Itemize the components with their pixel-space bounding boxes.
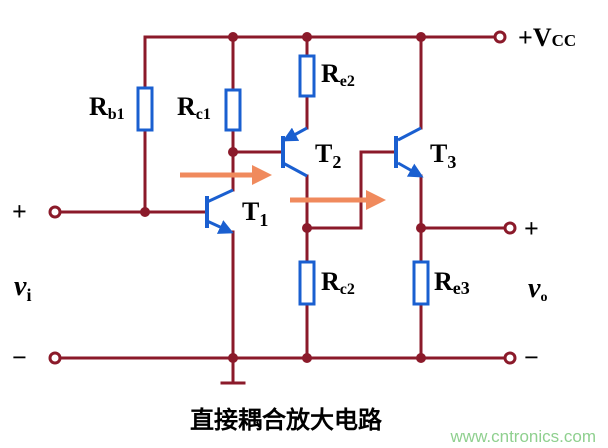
label-vo: vo — [528, 273, 547, 305]
label-t3: T3 — [430, 139, 456, 172]
output-plus-terminal — [503, 221, 517, 235]
input-minus-terminal — [48, 351, 62, 365]
junction-dot — [416, 353, 426, 363]
output-minus-terminal — [503, 351, 517, 365]
label-rc2: Rc2 — [321, 267, 355, 298]
vcc-terminal — [493, 30, 507, 44]
junction-dot — [228, 353, 238, 363]
label-input-plus: + — [12, 197, 27, 226]
label-re2: Re2 — [321, 59, 355, 90]
resistor-rc1 — [224, 88, 242, 132]
label-output-plus: + — [524, 214, 539, 243]
wires — [53, 35, 509, 385]
resistors — [136, 54, 430, 306]
junction-dot — [416, 32, 426, 42]
junction-dot — [302, 353, 312, 363]
signal-flow-arrows — [180, 165, 386, 210]
label-rc1: Rc1 — [177, 92, 211, 123]
junction-dot — [228, 32, 238, 42]
watermark: www.cntronics.com — [450, 427, 596, 446]
junction-dot — [140, 207, 150, 217]
transistor-t3 — [394, 126, 424, 178]
label-re3: Re3 — [434, 267, 470, 298]
transistor-t1 — [205, 188, 234, 234]
label-t2: T2 — [315, 139, 341, 172]
label-vi: vi — [14, 271, 31, 305]
resistor-rb1 — [136, 86, 154, 132]
terminals — [48, 30, 517, 365]
junction-dot — [228, 147, 238, 157]
label-output-minus: − — [524, 343, 539, 372]
junction-dot — [302, 223, 312, 233]
label-t1: T1 — [242, 197, 268, 230]
t2c-to-t3b — [305, 150, 395, 230]
label-input-minus: − — [12, 343, 27, 372]
junction-dot — [416, 223, 426, 233]
junction-dot — [302, 32, 312, 42]
resistor-rc2 — [298, 260, 316, 306]
diagram-caption: 直接耦合放大电路 — [190, 406, 383, 434]
resistor-re2 — [298, 54, 316, 98]
junctions — [140, 32, 426, 363]
label-vcc: +VCC — [518, 23, 576, 52]
transistor-t2 — [281, 126, 308, 178]
label-rb1: Rb1 — [89, 92, 125, 123]
input-plus-terminal — [48, 205, 62, 219]
resistor-re3 — [412, 260, 430, 306]
